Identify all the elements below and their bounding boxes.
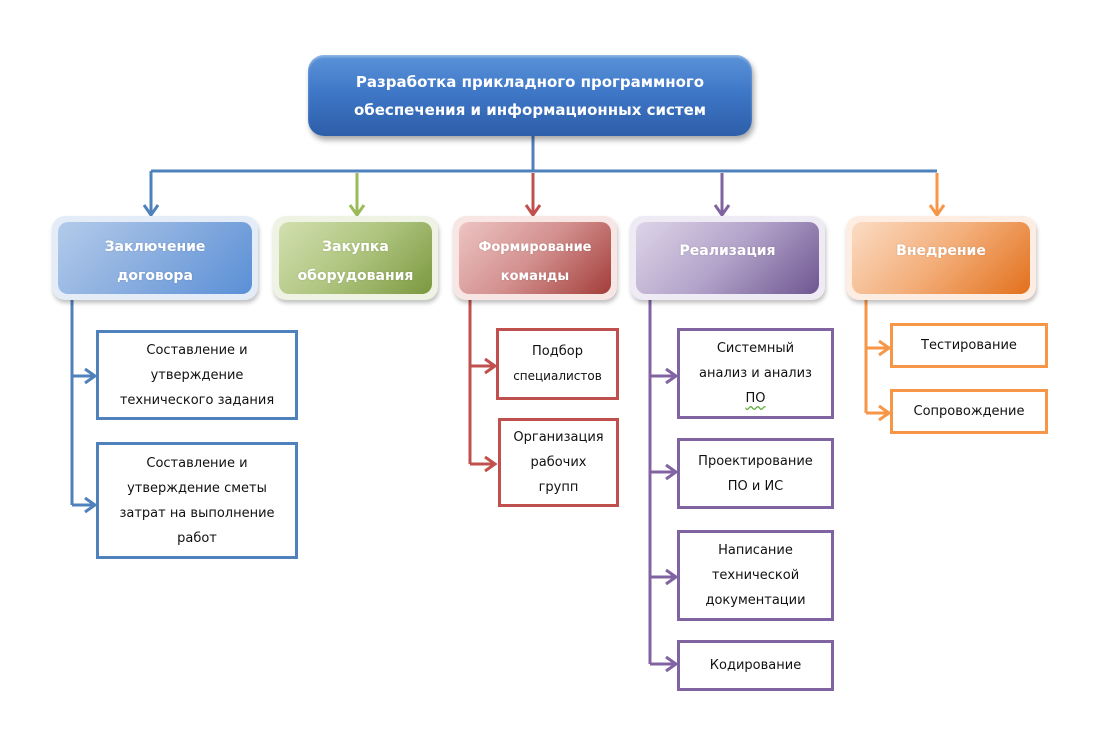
arrow-right-icon [665, 367, 679, 385]
task-line: Кодирование [709, 658, 802, 673]
task-line: затрат на выполнение [119, 505, 275, 521]
task-line: технического задания [119, 392, 275, 408]
arrow-down-icon [928, 204, 946, 218]
task-box-coding: Кодирование [677, 640, 834, 691]
root-title-line-1: Разработка прикладного программного [355, 72, 705, 91]
task-box-work-groups: Организация рабочих групп [498, 418, 619, 507]
category-label-line: Реализация [679, 243, 776, 259]
arrow-right-icon [84, 496, 98, 514]
task-line: Тестирование [921, 338, 1017, 353]
task-box-testing: Тестирование [890, 323, 1048, 368]
task-box-cost-estimate: Составление и утверждение сметы затрат н… [96, 442, 298, 559]
arrow-right-icon [878, 404, 892, 422]
task-line: ПО [745, 391, 766, 406]
category-label-line: оборудования [297, 268, 414, 284]
category-label-line: Заключение [104, 239, 206, 255]
task-box-design: Проектирование ПО и ИС [677, 438, 834, 509]
category-label-line: команды [500, 269, 570, 284]
category-contract: Заключение договора [52, 216, 258, 300]
task-line: специалистов [513, 369, 602, 383]
task-box-tech-spec: Составление и утверждение технического з… [96, 330, 298, 420]
task-box-staff-selection: Подбор специалистов [496, 328, 619, 400]
task-box-documentation: Написание технической документации [677, 530, 834, 621]
arrow-right-icon [484, 455, 498, 473]
task-box-system-analysis: Системный анализ и анализ ПО [677, 328, 834, 419]
task-line: анализ и анализ [699, 366, 812, 381]
root-title-line-2: обеспечения и информационных систем [353, 100, 707, 119]
arrow-down-icon [713, 204, 731, 218]
category-label-line: Формирование [478, 240, 592, 255]
task-line: ПО и ИС [727, 478, 784, 494]
arrow-right-icon [665, 568, 679, 586]
arrow-down-icon [524, 204, 542, 218]
task-line: Организация [513, 430, 604, 445]
arrow-down-icon [142, 204, 160, 218]
task-box-maintenance: Сопровождение [890, 389, 1048, 434]
task-line: утверждение сметы [127, 480, 267, 496]
category-implementation: Реализация [630, 216, 825, 300]
category-procurement: Закупка оборудования [273, 216, 438, 300]
task-line: Проектирование [698, 453, 813, 469]
task-line: групп [538, 480, 579, 495]
root-node: Разработка прикладного программного обес… [308, 55, 752, 136]
category-label-line: договора [117, 268, 193, 284]
task-line: Подбор [532, 344, 583, 359]
task-line: утверждение [150, 367, 244, 383]
task-line: Написание [718, 543, 793, 558]
category-team: Формирование команды [453, 216, 617, 300]
task-line: работ [177, 530, 217, 546]
task-line: Составление и [146, 455, 248, 471]
task-line: Системный [716, 341, 795, 356]
arrow-right-icon [665, 463, 679, 481]
arrow-right-icon [84, 367, 98, 385]
category-deployment: Внедрение [846, 216, 1036, 300]
arrow-right-icon [878, 339, 892, 357]
category-label-line: Закупка [322, 239, 389, 255]
category-label-line: Внедрение [896, 243, 986, 259]
task-line: документации [705, 593, 806, 608]
arrow-right-icon [484, 357, 498, 375]
task-line: Составление и [146, 342, 248, 358]
task-line: Сопровождение [913, 404, 1025, 419]
task-line: рабочих [530, 455, 587, 470]
arrow-right-icon [665, 655, 679, 673]
arrow-down-icon [348, 204, 366, 218]
task-line: технической [711, 568, 800, 583]
